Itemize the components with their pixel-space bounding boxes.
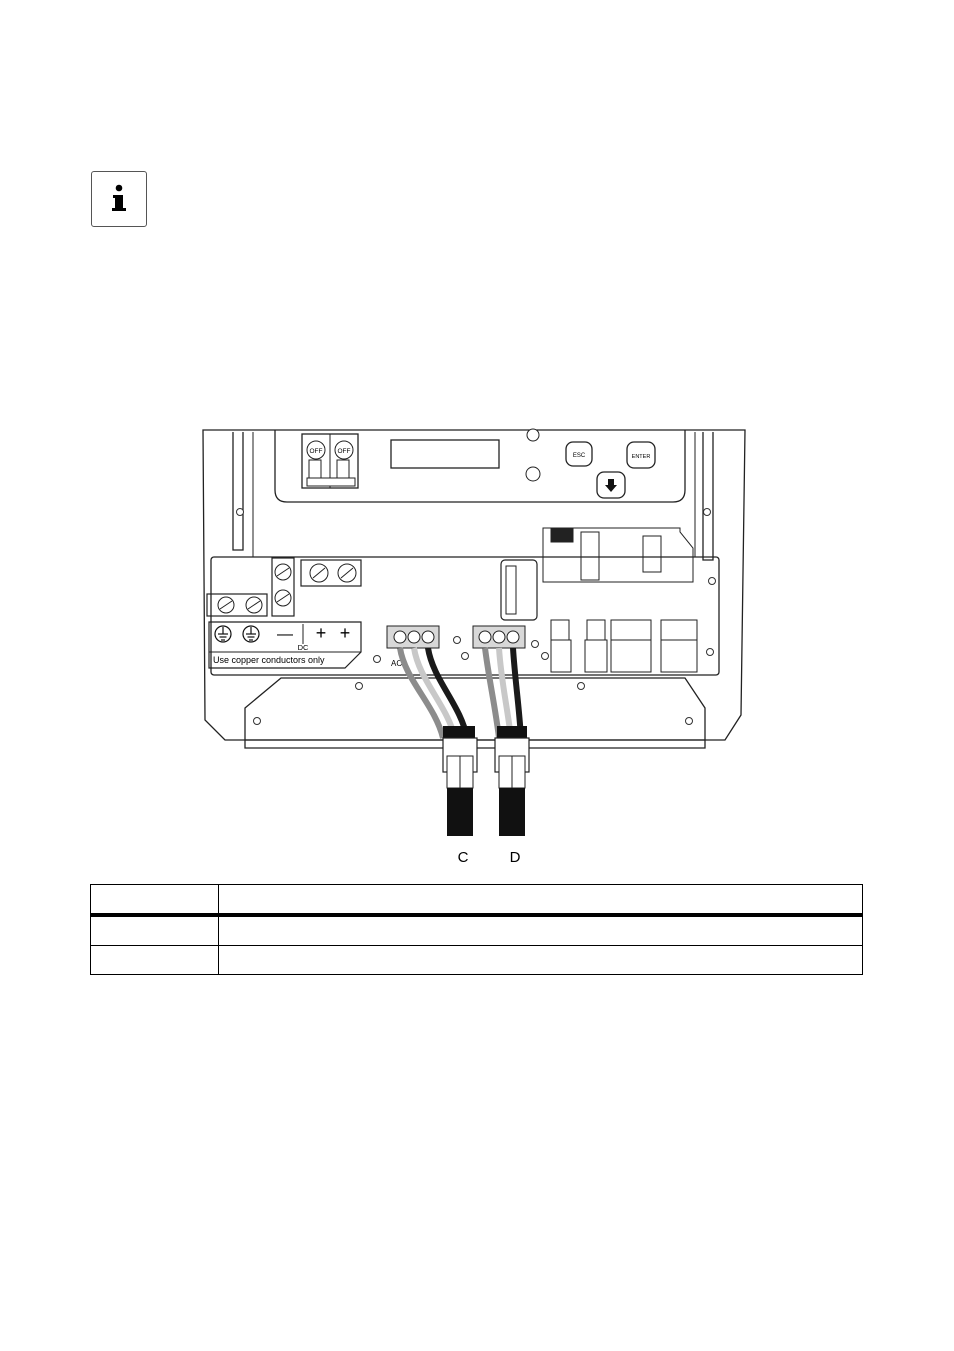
information-note-box: [91, 171, 147, 227]
legend-table: [90, 884, 863, 975]
callout-c: C: [458, 849, 469, 866]
table-header-row: [90, 884, 863, 917]
down-arrow-button: [596, 471, 626, 499]
table-cell: [90, 914, 219, 946]
down-arrow-icon: [605, 479, 617, 492]
display-window: [390, 439, 500, 469]
callout-d: D: [510, 849, 521, 866]
table-cell: [218, 945, 863, 975]
table-cell: [90, 884, 219, 917]
display-panel: [274, 430, 686, 503]
info-icon: [112, 184, 126, 211]
ac-terminal-block-d: [472, 625, 526, 649]
switch-off-label-1: OFF: [310, 448, 323, 455]
led-top: [526, 428, 540, 442]
table-cell: [218, 884, 863, 917]
housing-outline: [202, 429, 746, 741]
dc-label: DC: [298, 643, 309, 652]
esc-button: ESC: [565, 441, 593, 467]
dc-label-plate: — + + DC Use copper conductors only: [208, 621, 362, 669]
table-row: [90, 945, 863, 975]
copper-conductors-note: Use copper conductors only: [213, 655, 325, 665]
table-cell: [218, 914, 863, 946]
dc-switch-pair: OFF OFF: [301, 433, 359, 489]
dc-minus-label: —: [277, 626, 293, 643]
table-row: [90, 914, 863, 946]
ground-symbol-icon: [214, 625, 260, 643]
dc-plus-label-2: +: [340, 623, 351, 643]
esc-button-label: ESC: [573, 453, 586, 459]
cable-d: [482, 647, 530, 836]
table-cell: [90, 945, 219, 975]
ac-terminal-label: AC: [391, 659, 402, 668]
enter-button: ENTER: [626, 441, 656, 469]
screw-set: [236, 508, 716, 725]
inverter-connection-diagram: OFF OFF ESC ENTER: [202, 428, 746, 866]
enter-button-label: ENTER: [632, 454, 651, 460]
ac-terminal-block-c: AC: [386, 625, 440, 668]
io-terminals: [550, 619, 698, 673]
led-middle: [525, 466, 541, 482]
communication-board: [550, 527, 662, 581]
dc-terminal-block: [206, 557, 362, 617]
switch-off-label-2: OFF: [338, 448, 351, 455]
cable-c: [397, 647, 478, 836]
dc-plus-label-1: +: [316, 623, 327, 643]
